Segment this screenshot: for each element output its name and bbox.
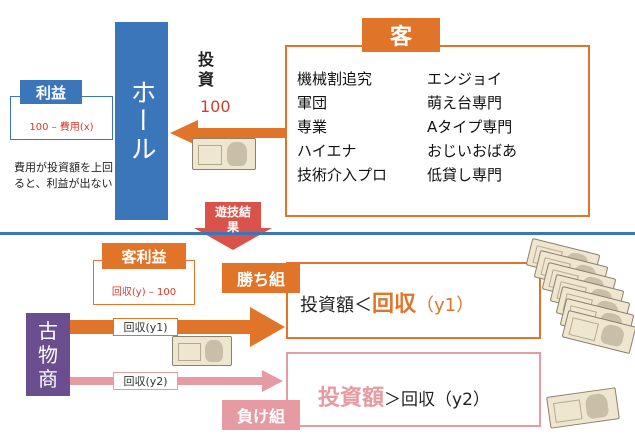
- section-divider: [0, 232, 635, 235]
- customer-types-box: 機械割追究 軍団 専業 ハイエナ 技術介入プロ エンジョイ 萌え台専門 Aタイプ…: [285, 45, 590, 217]
- customer-type: Aタイプ専門: [427, 118, 513, 136]
- investment-label: 投資: [198, 50, 215, 89]
- win-statement: 投資額＜回収（y1）: [300, 286, 540, 318]
- lose-tab: 負け組: [222, 400, 300, 430]
- customer-type: 機械割追究: [297, 70, 373, 88]
- customer-types-left: 機械割追究 軍団 専業 ハイエナ 技術介入プロ: [297, 72, 387, 183]
- investment-value: 100: [200, 97, 231, 116]
- customer-type: 技術介入プロ: [297, 166, 388, 184]
- customer-profit-title: 客利益: [102, 243, 186, 269]
- customer-type: ハイエナ: [297, 142, 357, 160]
- banknote-icon: [192, 138, 256, 170]
- customer-type: エンジョイ: [427, 70, 503, 88]
- customer-type: 軍団: [297, 94, 328, 112]
- kobutsusho-label: 古物商: [38, 318, 58, 391]
- win-tab: 勝ち組: [222, 263, 300, 293]
- result-arrow: [194, 202, 272, 250]
- profit-formula: 100 – 費用(x): [29, 122, 94, 133]
- lose-box: [286, 352, 541, 427]
- customer-type: おじいおばあ: [427, 142, 518, 160]
- hall-label: ホール: [126, 79, 156, 163]
- banknote-icon: [172, 336, 232, 366]
- win-text-y1: （y1）: [416, 295, 475, 316]
- customer-profit-formula: 回収(y) – 100: [111, 287, 177, 298]
- customer-type: 専業: [297, 118, 328, 136]
- kobutsusho-block: 古物商: [26, 313, 70, 396]
- win-box: [286, 262, 541, 339]
- customer-types-right: エンジョイ 萌え台専門 Aタイプ専門 おじいおばあ 低貸し専門: [427, 72, 517, 183]
- lose-text-investment: 投資額: [318, 386, 385, 411]
- lose-statement: 投資額＞回収（y2）: [318, 380, 548, 412]
- lose-text-return: ＞回収（y2）: [384, 390, 490, 410]
- customer-title: 客: [362, 18, 440, 52]
- win-flow-tag: 回収(y1): [113, 318, 178, 336]
- investment-arrow: [170, 120, 285, 146]
- hall-block: ホール: [115, 22, 168, 220]
- profit-title: 利益: [20, 80, 82, 104]
- win-text-investment: 投資額＜: [300, 295, 372, 316]
- result-arrow-label: 遊技結果: [214, 205, 251, 234]
- customer-type: 低貸し専門: [427, 166, 503, 184]
- customer-type: 萌え台専門: [427, 94, 503, 112]
- profit-note: 費用が投資額を上回ると、利益が出ない: [14, 161, 113, 190]
- win-text-return: 回収: [372, 292, 417, 317]
- lose-flow-tag: 回収(y2): [113, 372, 178, 390]
